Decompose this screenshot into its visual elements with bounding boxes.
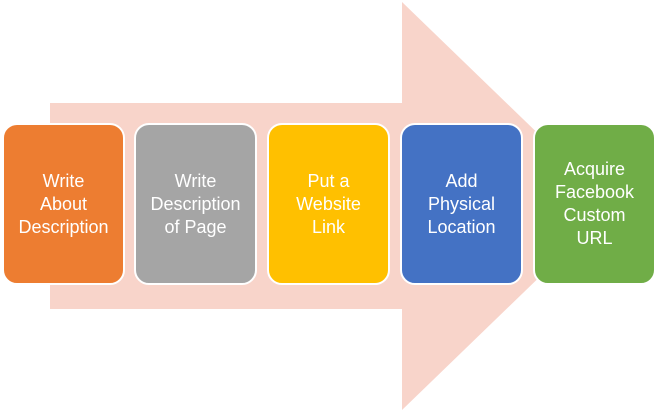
step-acquire-facebook-custom-url: Acquire Facebook Custom URL [533, 123, 656, 285]
step-write-description-of-page: Write Description of Page [134, 123, 257, 285]
step-put-a-website-link: Put a Website Link [267, 123, 390, 285]
step-write-about-description: Write About Description [2, 123, 125, 285]
step-add-physical-location: Add Physical Location [400, 123, 523, 285]
